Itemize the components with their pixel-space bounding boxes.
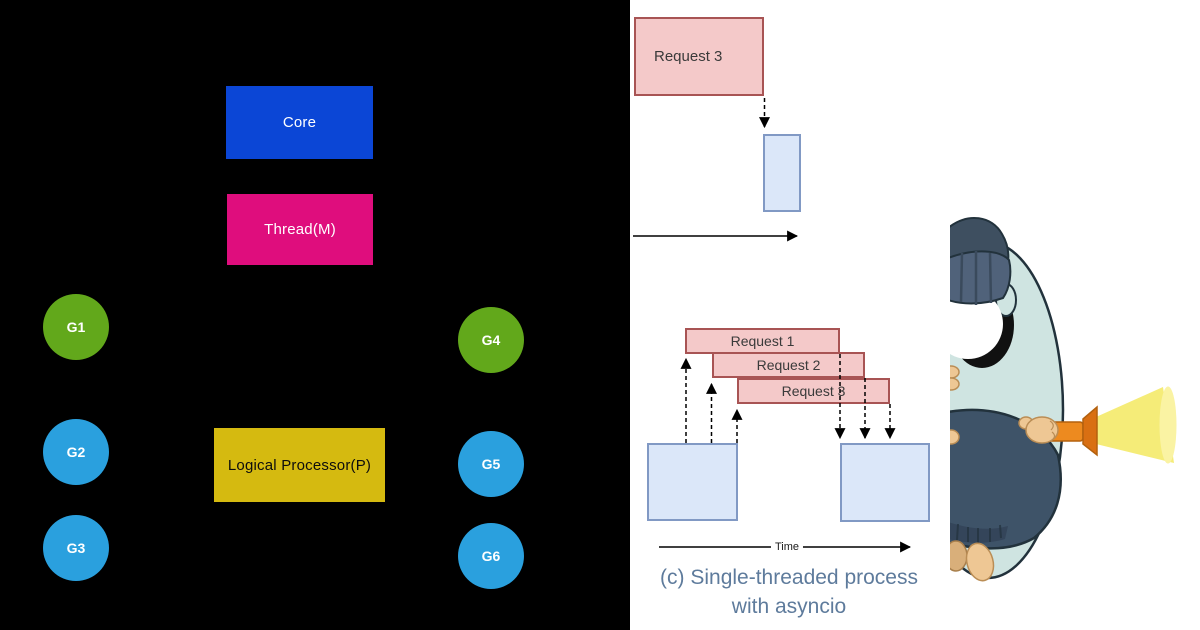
gopher-left-paw [950, 365, 960, 445]
goroutine-circle-g6: G6 [458, 523, 524, 589]
caption-line-1: (c) Single-threaded process [660, 566, 918, 589]
flashlight-beam [1096, 386, 1177, 464]
gopher-mascot-illustration [950, 216, 1177, 582]
process-block-right [840, 443, 930, 522]
goroutine-circle-g3: G3 [43, 515, 109, 581]
caption-line-2: with asyncio [731, 595, 847, 618]
time-axis-label: Time [770, 540, 804, 553]
goroutine-circle-g4: G4 [458, 307, 524, 373]
io-wait-block [763, 134, 801, 212]
gopher-foot [965, 542, 995, 582]
request-bar-3: Request 3 [737, 378, 890, 404]
gopher-face [950, 289, 1003, 359]
goroutine-circle-g1: G1 [43, 294, 109, 360]
request-box-standalone: Request 3 [634, 17, 764, 96]
thread-box: Thread(M) [227, 194, 373, 265]
diagram-caption: (c) Single-threaded process with asyncio [632, 563, 946, 621]
gopher-foot-back [950, 540, 968, 572]
logical-processor-box: Logical Processor(P) [214, 428, 385, 502]
goroutine-scheduler-panel: Core Thread(M) Logical Processor(P) G1 G… [0, 0, 630, 630]
request-bar-2: Request 2 [712, 352, 865, 378]
process-block-left [647, 443, 738, 521]
core-box: Core [226, 86, 373, 159]
goroutine-circle-g5: G5 [458, 431, 524, 497]
goroutine-circle-g2: G2 [43, 419, 109, 485]
gopher-hand [1018, 416, 1059, 444]
gopher-beanie [950, 216, 1012, 305]
request-bar-1: Request 1 [685, 328, 840, 354]
asyncio-diagram-panel: Request 3 Request 1 Request 2 Request 3 … [630, 0, 1200, 630]
